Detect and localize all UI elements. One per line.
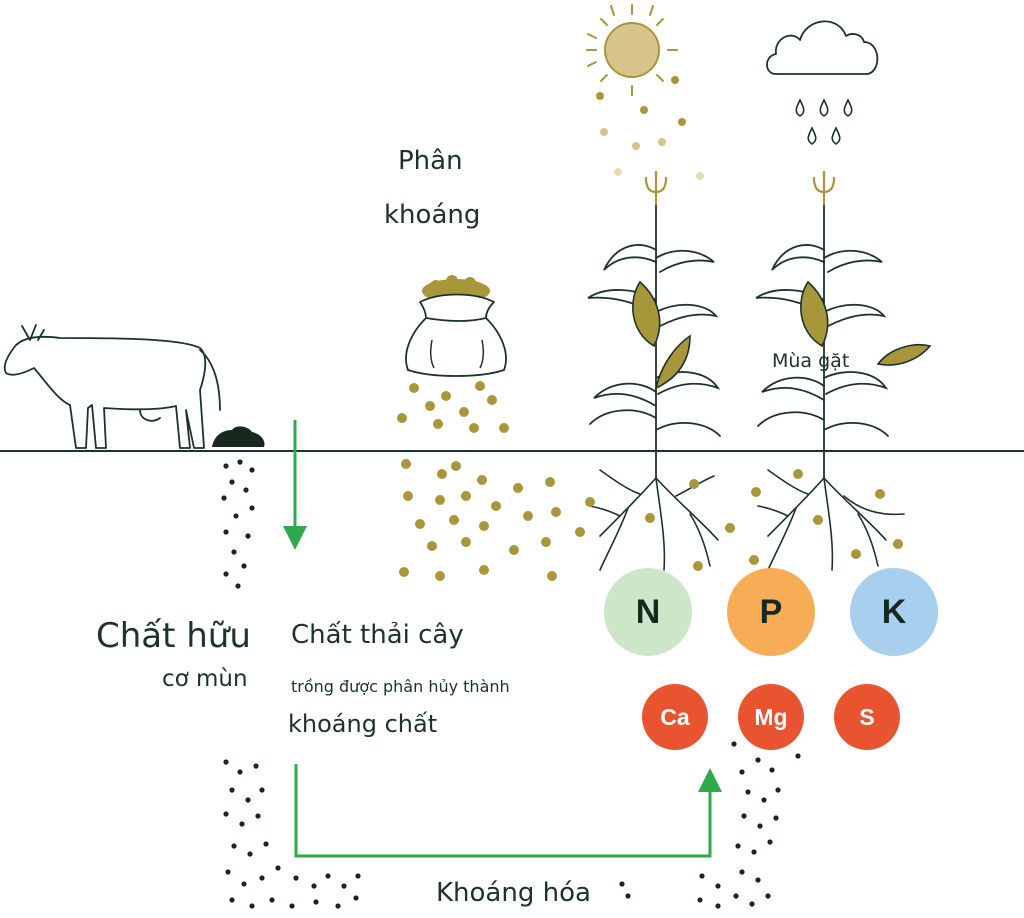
root-icon bbox=[757, 469, 905, 571]
root-icon bbox=[589, 469, 719, 571]
mineral-fertilizer-label: Phân bbox=[398, 146, 463, 176]
organic-matter-label: Chất hữu bbox=[96, 616, 251, 656]
cow-icon bbox=[3, 324, 221, 449]
nutrient-k: K bbox=[850, 568, 938, 656]
mineralization-arrow bbox=[294, 764, 722, 858]
mineralization-label: Khoáng hóa bbox=[436, 878, 591, 908]
corn-plant-icon bbox=[755, 170, 889, 479]
fertilizer-granules bbox=[397, 381, 903, 581]
fertilizer-bag-icon bbox=[405, 275, 507, 377]
rain-icon bbox=[795, 98, 853, 145]
decomposition-arrow bbox=[283, 420, 307, 550]
cloud-icon bbox=[766, 20, 879, 75]
humus-particles bbox=[221, 459, 255, 589]
nutrient-s: S bbox=[834, 684, 900, 750]
mineral-particles-left bbox=[223, 759, 361, 909]
plant-waste-label: Chất thải cây bbox=[291, 620, 464, 650]
minerals-label: khoáng chất bbox=[288, 710, 438, 738]
sun-particles bbox=[596, 76, 704, 180]
nutrient-mg: Mg bbox=[738, 684, 804, 750]
humus-label: cơ mùn bbox=[162, 666, 248, 692]
corn-plant-icon bbox=[587, 170, 721, 479]
leaf-icon bbox=[876, 344, 932, 366]
sun-icon bbox=[586, 4, 678, 96]
nutrient-p: P bbox=[727, 568, 815, 656]
manure-icon bbox=[212, 426, 265, 447]
decomposed-label: trồng được phân hủy thành bbox=[291, 677, 510, 696]
mineral-fertilizer-label-line2: khoáng bbox=[384, 200, 481, 230]
nutrient-ca: Ca bbox=[642, 684, 708, 750]
harvest-label: Mùa gặt bbox=[772, 350, 850, 372]
nutrient-n: N bbox=[604, 568, 692, 656]
